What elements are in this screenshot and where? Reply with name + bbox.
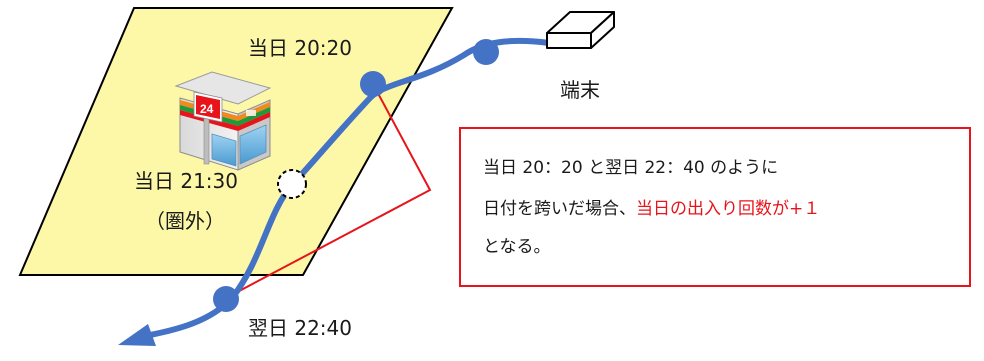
point-same-day-2020 (360, 71, 386, 97)
path-arrowhead (118, 324, 156, 346)
callout-connector (225, 83, 432, 299)
callout-line-3: となる。 (483, 237, 551, 257)
label-same-day-2130: 当日 21:30 (134, 169, 238, 193)
store-sign-text: 24 (200, 102, 214, 116)
convenience-store-icon: 24 (174, 71, 272, 171)
label-same-day-2020: 当日 20:20 (248, 36, 352, 60)
point-terminal-link (473, 39, 499, 65)
callout-line-1: 当日 20：20 と翌日 22：40 のように (483, 158, 779, 178)
callout-line-2-prefix: 日付を跨いだ場合、 (483, 199, 636, 219)
callout-line-2-highlight: 当日の出入り回数が+１ (636, 199, 821, 219)
terminal-device-icon (546, 11, 615, 49)
label-terminal: 端末 (560, 78, 600, 102)
point-next-day-2240 (213, 286, 239, 312)
label-out-of-range: （圏外） (145, 209, 225, 233)
explanation-callout: 当日 20：20 と翌日 22：40 のように 日付を跨いだ場合、当日の出入り回… (459, 127, 971, 287)
label-next-day-2240: 翌日 22:40 (248, 316, 352, 340)
point-same-day-2130-out (277, 169, 307, 199)
callout-line-2: 日付を跨いだ場合、当日の出入り回数が+１ (483, 201, 820, 218)
